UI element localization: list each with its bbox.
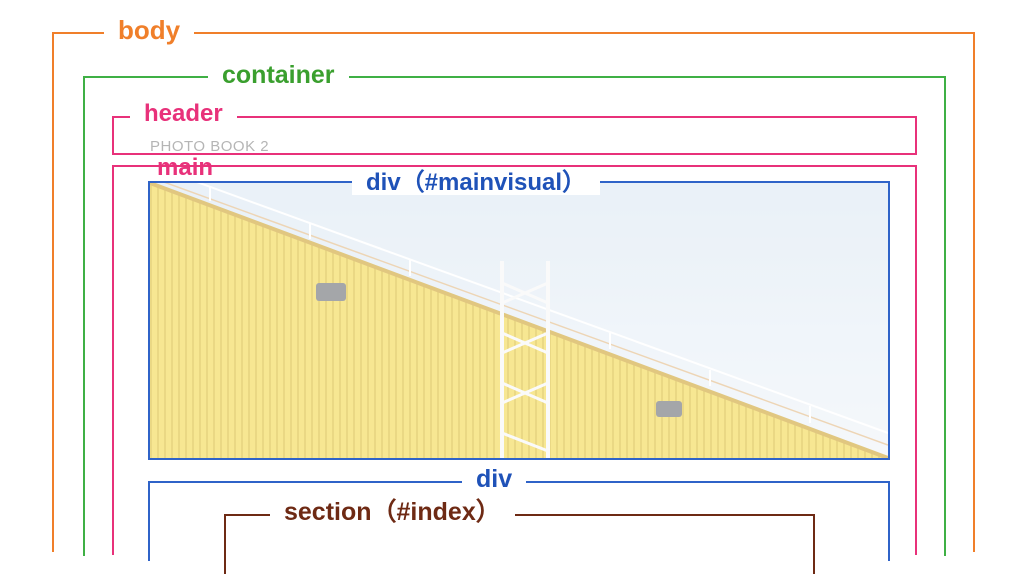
header-box: [112, 116, 917, 155]
main-label: main: [157, 154, 214, 181]
header-label: header: [130, 102, 237, 126]
main-box: [112, 165, 917, 555]
mainvisual-label: div（#mainvisual）: [352, 171, 601, 195]
container-label: container: [208, 63, 349, 88]
site-title-text: PHOTO BOOK 2: [150, 138, 270, 155]
mainvisual-box: [148, 181, 890, 460]
div-label: div: [462, 467, 527, 492]
body-box: [52, 32, 975, 552]
body-label: body: [104, 17, 195, 43]
section-label: section（#index）: [270, 500, 515, 525]
photo-icon: [150, 183, 888, 458]
container-box: [83, 76, 946, 556]
